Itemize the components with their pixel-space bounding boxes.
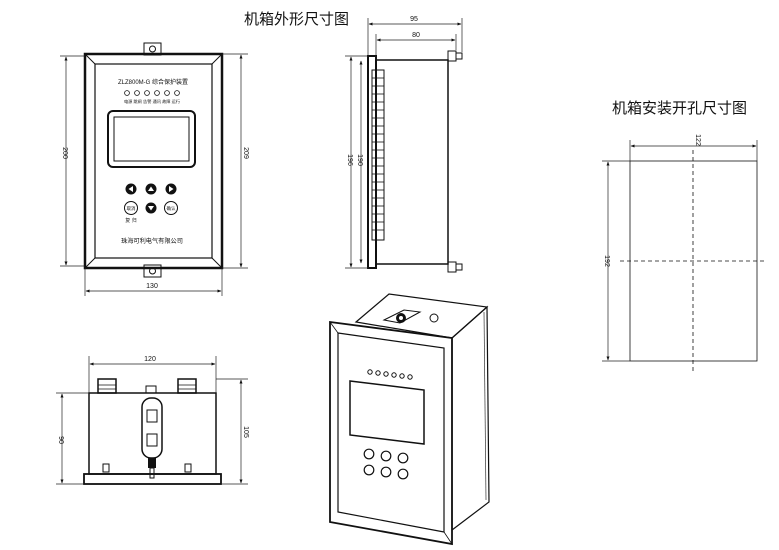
side-dim-height-inner: 190 — [356, 154, 363, 166]
front-model-label: ZLZ800M-G 综合保护装置 — [118, 78, 188, 86]
front-outer-frame — [83, 52, 224, 270]
side-top-screw — [447, 50, 463, 62]
front-bottom-tab — [143, 264, 162, 278]
front-view: ZLZ800M-G 综合保护装置 电源 跳闸 告警 通讯 故障 运行 — [60, 42, 249, 296]
bottom-right-connector — [177, 378, 197, 394]
front-led-labels: 电源 跳闸 告警 通讯 故障 运行 — [124, 98, 180, 105]
iso-keypad — [363, 448, 409, 480]
front-keypad — [124, 183, 178, 215]
front-dim-width: 130 — [146, 283, 158, 290]
bottom-center-lock — [141, 397, 163, 459]
bottom-view: 120 90 105 — [56, 356, 249, 485]
side-bottom-screw — [447, 261, 463, 273]
iso-view — [329, 293, 490, 546]
iso-front-bezel — [329, 320, 453, 546]
cutout-dim-width: 122 — [694, 134, 701, 146]
side-terminal-block — [371, 69, 385, 241]
front-btn-ok-label: 确认 — [167, 205, 176, 212]
bottom-dim-height-inner: 90 — [57, 436, 64, 444]
iso-lcd-screen — [349, 380, 425, 445]
bottom-dim-width: 120 — [144, 356, 156, 363]
front-company-label: 珠海可利电气有限公司 — [121, 237, 183, 245]
side-body — [375, 59, 449, 265]
bottom-dim-height-outer: 105 — [242, 426, 249, 438]
side-terminals — [372, 77, 384, 231]
bottom-top-screw — [145, 385, 157, 394]
bottom-base-plate — [83, 473, 222, 485]
front-dim-height-outer: 209 — [242, 147, 249, 159]
front-panel — [94, 63, 213, 259]
front-lcd-screen — [107, 110, 196, 168]
outline-title: 机箱外形尺寸图 — [244, 10, 350, 28]
iso-front-panel — [337, 332, 445, 533]
iso-top-face — [354, 293, 489, 339]
cutout-dim-height: 192 — [603, 255, 610, 267]
iso-top-latch — [382, 309, 439, 324]
side-dim-total-depth: 95 — [410, 16, 418, 23]
front-btn-reset-label: 复 归 — [125, 217, 136, 224]
front-dim-height-inner: 200 — [61, 147, 68, 159]
side-dim-depth: 80 — [412, 32, 420, 39]
front-led-row — [124, 90, 180, 96]
side-dim-height-outer: 196 — [346, 154, 353, 166]
cutout-view: 122 192 — [602, 134, 767, 372]
iso-led-row — [367, 369, 413, 380]
cutout-title: 机箱安装开孔尺寸图 — [612, 99, 748, 117]
iso-right-face — [451, 305, 490, 532]
front-btn-back-label: 取消 — [127, 205, 136, 212]
bottom-left-connector — [97, 378, 117, 394]
side-view: 95 80 196 190 — [345, 16, 463, 273]
